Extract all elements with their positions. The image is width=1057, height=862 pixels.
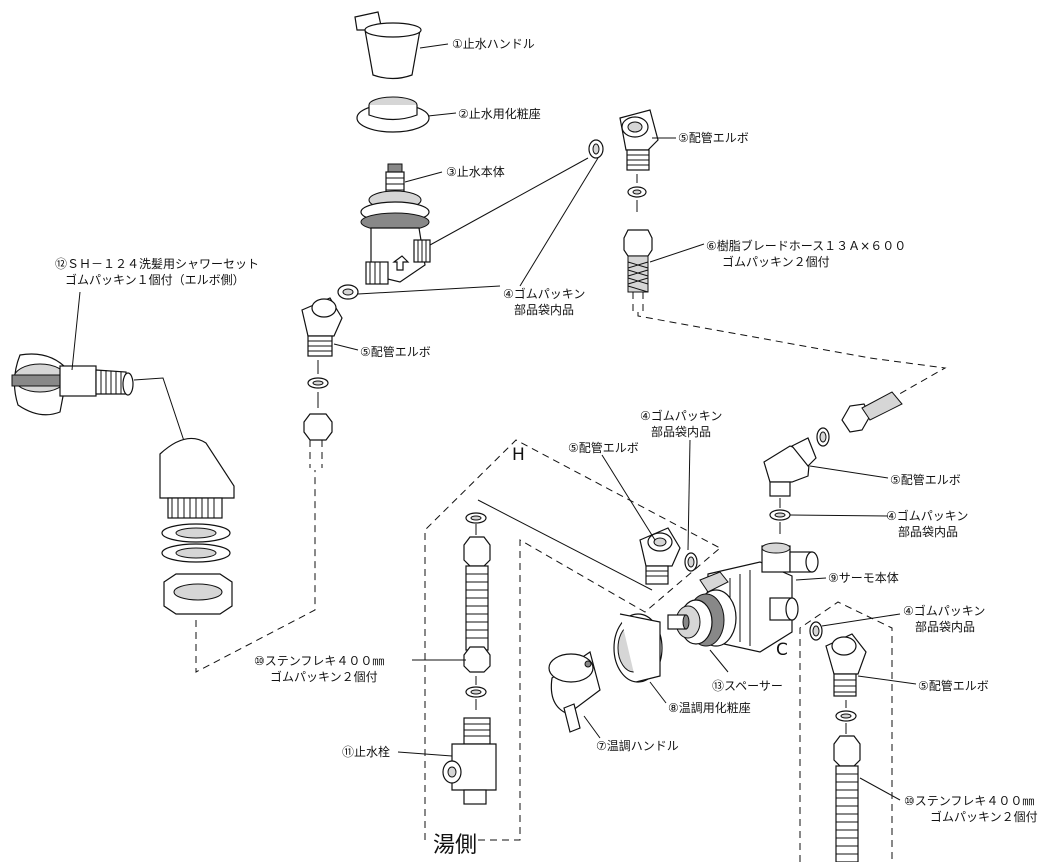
label-flex-hot-1: ⑩ステンフレキ４００㎜ xyxy=(254,654,384,668)
letter-c: C xyxy=(776,640,788,660)
label-stop-cover: ②止水用化粧座 xyxy=(458,106,541,121)
label-shower-set-1: ⑫ＳＨ－１２４洗髪用シャワーセット xyxy=(55,257,259,271)
label-hose-2: ゴムパッキン２個付 xyxy=(722,254,830,269)
label-temp-handle: ⑦温調ハンドル xyxy=(596,739,679,753)
elbow-left-part xyxy=(301,297,343,357)
label-packing-center-2: 部品袋内品 xyxy=(651,424,711,439)
label-flex-cold-1: ⑩ステンフレキ４００㎜ xyxy=(904,794,1034,808)
label-hot-side: 湯側 xyxy=(433,833,477,858)
label-flex-cold-2: ゴムパッキン２個付 xyxy=(930,809,1038,824)
label-hose-1: ⑥樹脂ブレードホース１３Ａ×６００ xyxy=(706,238,906,253)
label-spacer: ⑬スペーサー xyxy=(712,679,783,693)
flex-hose-cold-part xyxy=(833,735,861,862)
label-packing-cold-2: 部品袋内品 xyxy=(915,619,975,634)
braided-hose-part xyxy=(623,229,653,312)
elbow-cold-part xyxy=(825,633,867,697)
label-stop-cock: ⑪止水栓 xyxy=(342,744,390,759)
label-elbow-cold: ⑤配管エルボ xyxy=(918,678,989,693)
label-thermo-cover: ⑧温調用化粧座 xyxy=(668,700,751,715)
stop-cover-part xyxy=(356,96,430,133)
stop-body-part xyxy=(360,163,431,285)
elbow-center-part xyxy=(639,527,681,585)
label-elbow-left: ⑤配管エルボ xyxy=(360,344,431,359)
label-packing-top-2: 部品袋内品 xyxy=(514,302,574,317)
elbow-upper-right-part xyxy=(763,437,817,497)
shower-set-part xyxy=(11,353,134,416)
elbow-top-right-part xyxy=(619,109,659,171)
temp-handle-part xyxy=(548,651,601,733)
label-elbow-top-right: ⑤配管エルボ xyxy=(678,130,749,145)
label-elbow-center: ⑤配管エルボ xyxy=(568,440,639,455)
stop-handle-part xyxy=(354,11,422,80)
label-packing-top-1: ④ゴムパッキン xyxy=(503,286,585,301)
label-packing-right-1: ④ゴムパッキン xyxy=(886,508,968,523)
spacer-part xyxy=(667,589,737,647)
label-flex-hot-2: ゴムパッキン２個付 xyxy=(270,669,378,684)
label-thermo-body: ⑨サーモ本体 xyxy=(828,571,899,585)
thermo-cover-part xyxy=(613,613,663,683)
label-elbow-upper-right: ⑤配管エルボ xyxy=(890,472,961,487)
label-packing-cold-1: ④ゴムパッキン xyxy=(903,603,985,618)
label-stop-handle: ①止水ハンドル xyxy=(452,37,535,51)
flex-hose-hot-part xyxy=(463,536,491,673)
label-packing-right-2: 部品袋内品 xyxy=(898,524,958,539)
label-stop-body: ③止水本体 xyxy=(446,165,505,179)
label-shower-set-2: ゴムパッキン１個付（エルボ側） xyxy=(65,272,245,287)
stop-cock-part xyxy=(442,717,497,805)
shower-adapter-part xyxy=(159,437,235,615)
label-packing-center-1: ④ゴムパッキン xyxy=(640,408,722,423)
letter-h: H xyxy=(512,445,525,465)
